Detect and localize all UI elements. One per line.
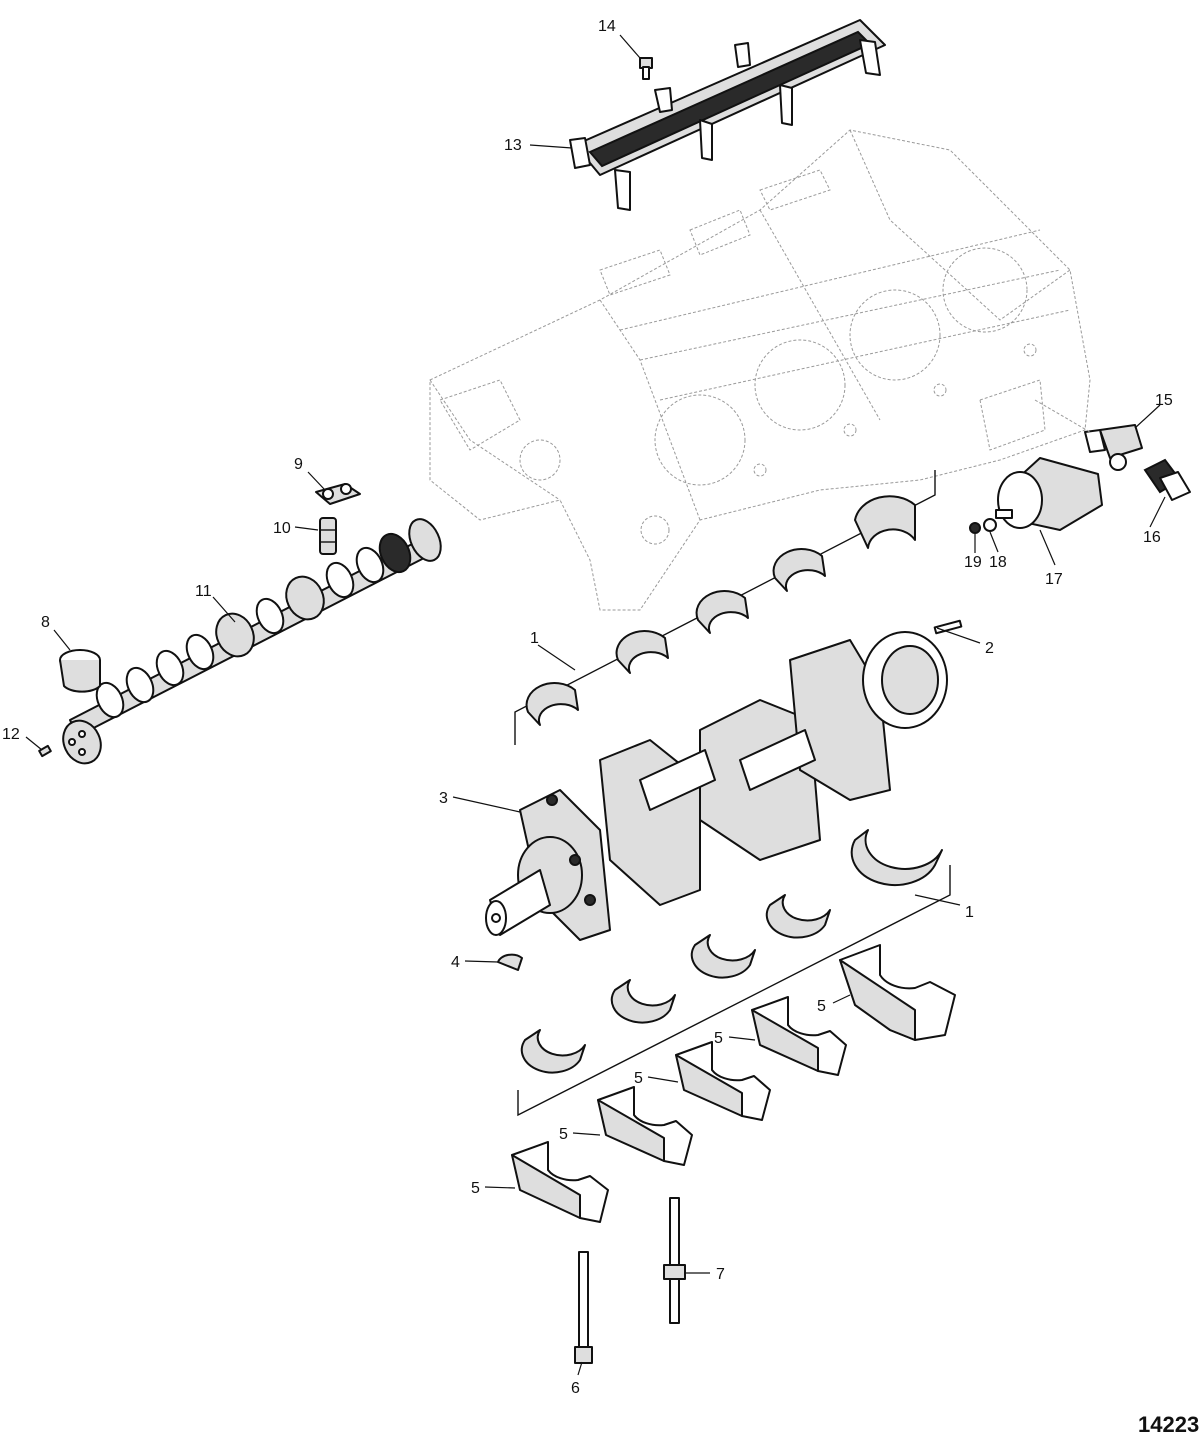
adapter-15 [1084,424,1143,471]
leader-lines [25,34,1166,1376]
callout-5-e: 5 [471,1180,480,1197]
callout-17: 17 [1045,571,1063,588]
engine-block-ghost [429,129,1091,611]
callout-5-b: 5 [714,1030,723,1047]
camshaft-11 [62,518,442,765]
callout-labels: 1 1 2 3 4 5 5 5 5 5 6 7 8 9 10 11 12 13 … [2,18,1173,1397]
woodruff-key-4 [497,953,523,971]
callout-15: 15 [1155,392,1173,409]
main-bearing-caps-5 [511,944,956,1223]
callout-7: 7 [716,1266,725,1283]
callout-18: 18 [989,554,1007,571]
lifter-retainer-9 [315,483,361,505]
callout-5-c: 5 [634,1070,643,1087]
lifter-10 [319,517,337,555]
crankshaft-3 [485,631,948,941]
bolt-14 [639,57,653,80]
callout-8: 8 [41,614,50,631]
callout-1-lower: 1 [965,904,974,921]
lower-bearing-set-1 [517,829,951,1117]
washer-18 [983,518,997,532]
callout-14: 14 [598,18,616,35]
callout-1-upper: 1 [530,630,539,647]
lifter-guide-tray-13 [569,19,886,211]
callout-10: 10 [273,520,291,537]
alignment-line [1034,399,1091,433]
callout-19: 19 [964,554,982,571]
oil-filter-17 [995,457,1103,531]
callout-4: 4 [451,954,460,971]
callout-13: 13 [504,137,522,154]
upper-bearing-set-1 [514,470,936,745]
callout-5-d: 5 [559,1126,568,1143]
callout-3: 3 [439,790,448,807]
cam-bearing-8 [59,649,101,693]
figure-number: 14223 [1138,1412,1199,1437]
main-cap-bolt-6 [574,1251,593,1364]
callout-5-a: 5 [817,998,826,1015]
main-cap-stud-7 [663,1197,686,1324]
oil-pressure-sender-16 [1143,458,1191,501]
dowel-pin-12 [38,744,52,758]
callout-16: 16 [1143,529,1161,546]
callout-2: 2 [985,640,994,657]
callout-12: 12 [2,726,20,743]
callout-9: 9 [294,456,303,473]
callout-11: 11 [195,583,212,600]
nut-19 [969,522,981,534]
callout-6: 6 [571,1380,580,1397]
